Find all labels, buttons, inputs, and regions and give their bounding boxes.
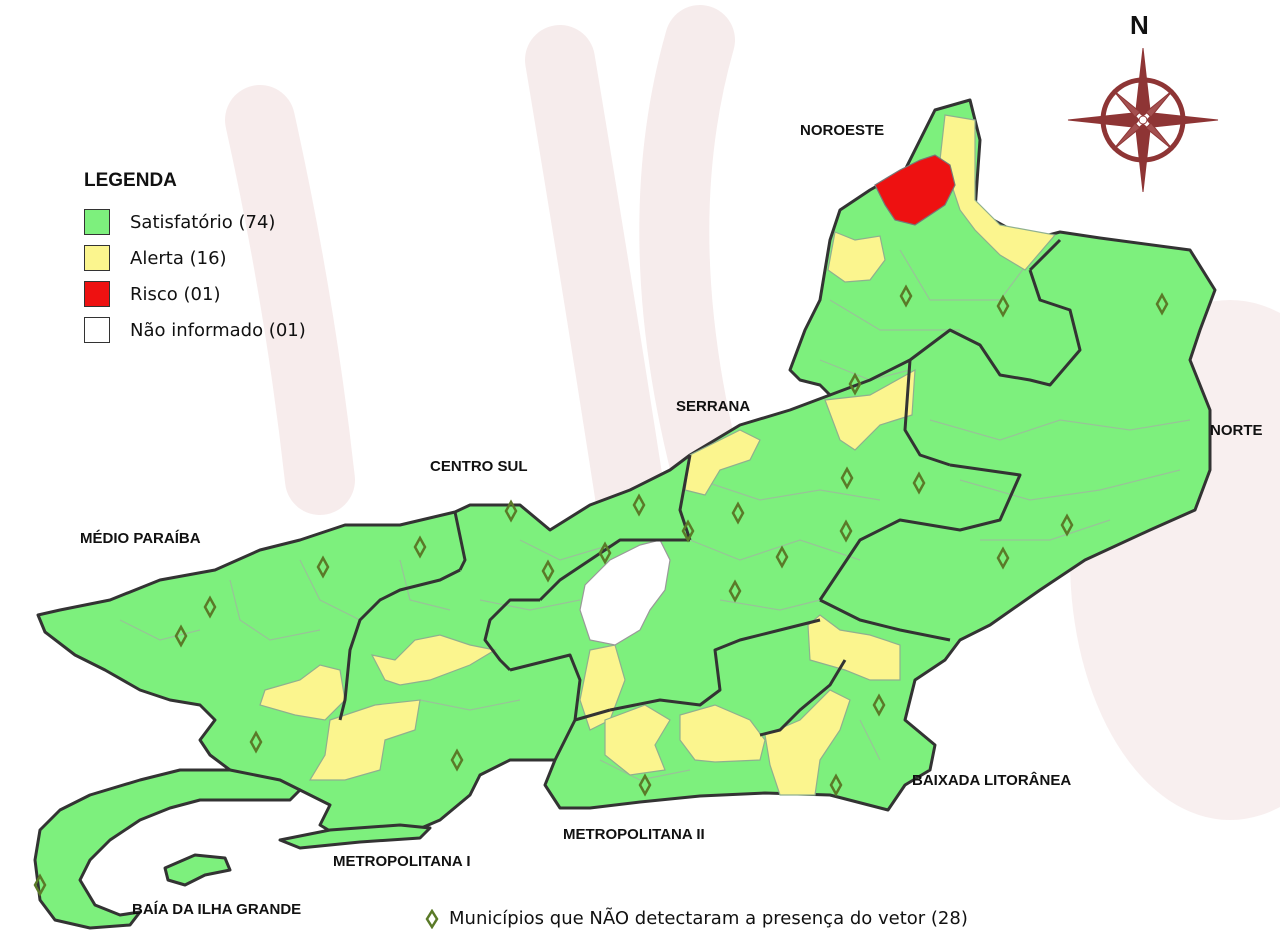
restinga-strip xyxy=(278,823,432,850)
legend-title: LEGENDA xyxy=(84,170,177,191)
alerta-municipality xyxy=(807,614,901,681)
region-label-norte: NORTE xyxy=(1210,422,1263,439)
region-label-metropolitana-i: METROPOLITANA I xyxy=(333,853,471,870)
risco-municipality xyxy=(874,154,956,226)
legend-item: Alerta (16) xyxy=(84,240,306,276)
north-label: N xyxy=(1130,10,1149,40)
diamond-marker-icon xyxy=(728,579,742,603)
footnote-text: Municípios que NÃO detectaram a presença… xyxy=(449,908,968,929)
regional-boundaries xyxy=(338,238,1082,761)
alerta-municipality xyxy=(824,368,916,451)
legend-swatch xyxy=(84,281,110,307)
compass-rose-icon xyxy=(1067,47,1219,193)
footnote: Municípios que NÃO detectaram a presença… xyxy=(425,908,968,929)
diamond-marker-icon xyxy=(996,294,1010,318)
legend-label: Não informado (01) xyxy=(130,319,306,341)
alerta-municipality xyxy=(604,704,671,776)
diamond-marker-icon xyxy=(33,873,47,897)
region-label-baixada-litoranea: BAIXADA LITORÂNEA xyxy=(912,772,1072,789)
legend-swatch xyxy=(84,245,110,271)
legend-item: Não informado (01) xyxy=(84,312,306,348)
region-label-serrana: SERRANA xyxy=(676,398,751,415)
diamond-marker-icon xyxy=(541,559,555,583)
southwest-coast xyxy=(33,768,302,930)
alerta-municipality xyxy=(308,699,421,781)
diamond-marker-icon xyxy=(996,546,1010,570)
region-label-noroeste: NOROESTE xyxy=(800,122,885,139)
region-label-medio-paraiba: MÉDIO PARAÍBA xyxy=(80,530,201,547)
legend-item: Risco (01) xyxy=(84,276,306,312)
diamond-marker-icon xyxy=(316,555,330,579)
legend-swatch xyxy=(84,317,110,343)
legend: LEGENDA Satisfatório (74) Alerta (16) Risc… xyxy=(84,170,306,348)
ilha-grande-island xyxy=(163,853,232,887)
region-label-baia-ilha-grande: BAÍA DA ILHA GRANDE xyxy=(132,901,302,918)
diamond-marker-icon xyxy=(249,730,263,754)
legend-label: Risco (01) xyxy=(130,283,221,305)
diamond-markers xyxy=(33,284,1169,897)
diamond-marker-icon xyxy=(899,284,913,308)
legend-label: Satisfatório (74) xyxy=(130,211,276,233)
diamond-marker-icon xyxy=(775,545,789,569)
alerta-municipality xyxy=(679,704,766,763)
region-label-metropolitana-ii: METROPOLITANA II xyxy=(563,826,705,843)
diamond-marker-icon xyxy=(840,466,854,490)
alerta-municipality xyxy=(370,634,497,686)
municipality-borders xyxy=(119,249,1191,781)
alerta-municipality xyxy=(684,429,761,496)
diamond-marker-icon xyxy=(413,535,427,559)
legend-items: Satisfatório (74) Alerta (16) Risco (01) Nã… xyxy=(84,204,306,348)
diamond-marker-icon xyxy=(632,493,646,517)
diamond-marker-icon xyxy=(203,595,217,619)
diamond-marker-icon xyxy=(1060,513,1074,537)
diamond-marker-icon xyxy=(829,773,843,797)
diamond-marker-icon xyxy=(839,519,853,543)
legend-label: Alerta (16) xyxy=(130,247,227,269)
nao-informado-municipality xyxy=(579,539,671,646)
legend-swatch xyxy=(84,209,110,235)
diamond-marker-icon xyxy=(504,499,518,523)
diamond-marker-icon xyxy=(450,748,464,772)
diamond-marker-icon xyxy=(1155,292,1169,316)
diamond-marker-icon xyxy=(638,773,652,797)
region-label-centro-sul: CENTRO SUL xyxy=(430,458,528,475)
diamond-marker-icon xyxy=(848,372,862,396)
diamond-marker-icon xyxy=(731,501,745,525)
diamond-marker-icon xyxy=(912,471,926,495)
diamond-marker-icon xyxy=(872,693,886,717)
diamond-marker-icon xyxy=(598,541,612,565)
diamond-marker-icon xyxy=(425,908,439,929)
diamond-marker-icon xyxy=(681,519,695,543)
alerta-municipality xyxy=(827,231,886,283)
alerta-municipality xyxy=(764,689,851,796)
diamond-marker-icon xyxy=(174,624,188,648)
legend-item: Satisfatório (74) xyxy=(84,204,306,240)
